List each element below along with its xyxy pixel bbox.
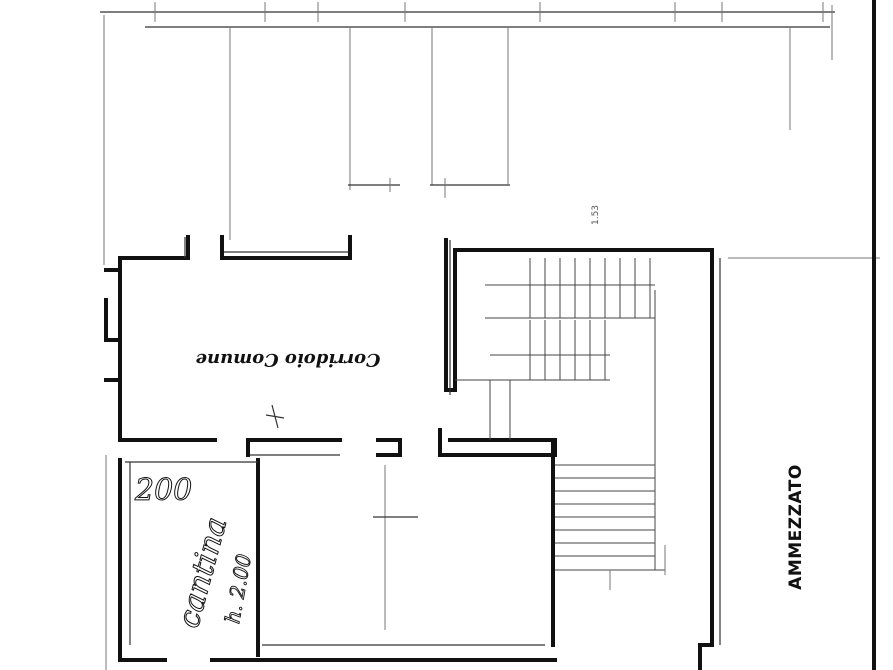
- cellar-walls: [105, 438, 557, 670]
- height-label: h. 2.00: [220, 552, 256, 626]
- door-marker: [265, 404, 285, 429]
- corridor-label: Corridoio Comune: [196, 349, 381, 370]
- corridor-walls: [104, 235, 557, 457]
- mezzanine-label: AMMEZZATO: [786, 464, 806, 590]
- stairwell: [444, 238, 721, 670]
- top-dimension-line: [100, 2, 835, 28]
- room-number-label: 200: [134, 473, 192, 508]
- dimension-mark: 1.53: [591, 205, 601, 225]
- construction-lines: [103, 5, 880, 630]
